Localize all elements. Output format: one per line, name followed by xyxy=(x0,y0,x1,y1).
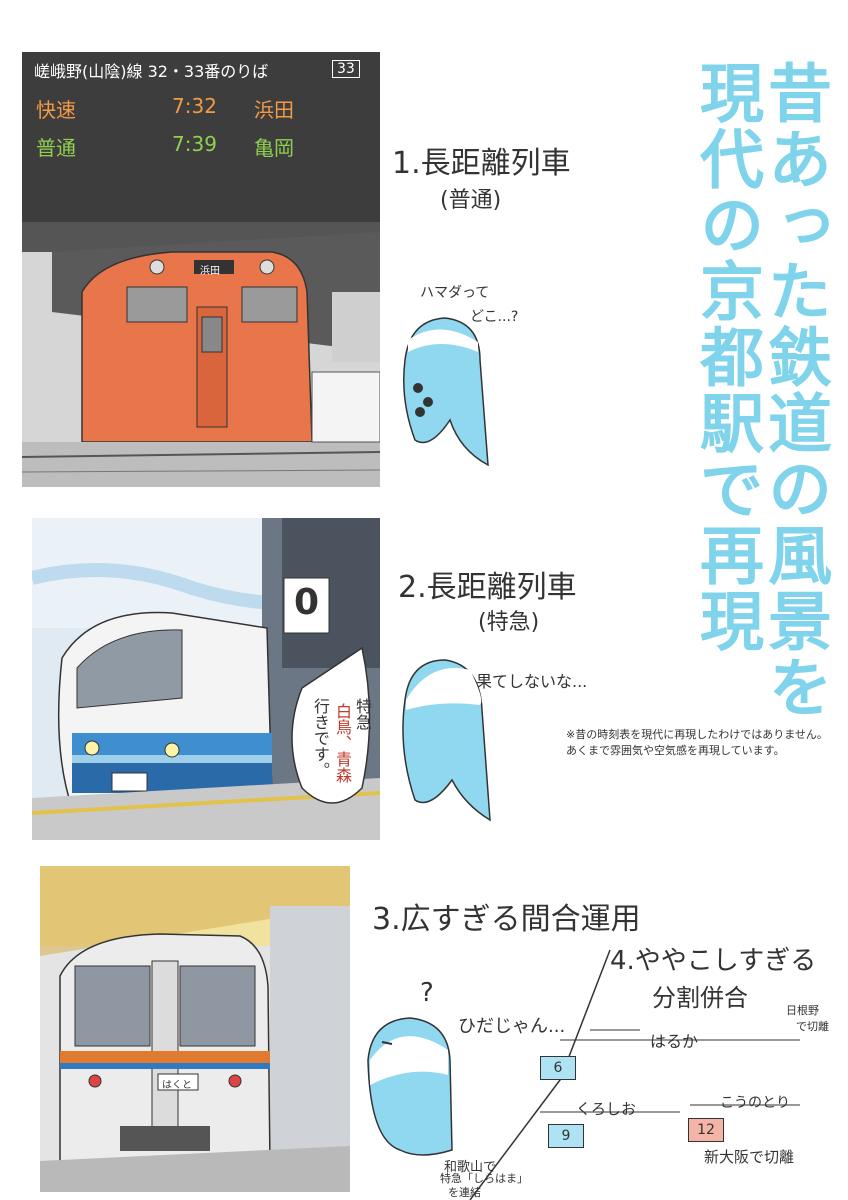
note-wakayama-line2: 特急「しらはま」 xyxy=(440,1172,528,1185)
bird-3-question: ? xyxy=(420,978,434,1008)
group-label-kuroshio: くろしお xyxy=(576,1100,637,1118)
panel-2-heading: 2.長距離列車 xyxy=(398,570,577,605)
bird-1-speech-line1: ハマダって xyxy=(420,285,490,301)
note-wakayama-line1: 和歌山で xyxy=(444,1160,497,1175)
bubble-text-col2: 白鳥、青森 xyxy=(333,703,352,783)
panel-1-subheading: (普通) xyxy=(440,188,502,213)
bird-3-speech: ひだじゃん... xyxy=(458,1016,566,1037)
platform-number-sign: 0 xyxy=(294,582,320,623)
disclaimer-line2: あくまで雰囲気や空気感を再現しています。 xyxy=(566,744,785,757)
title-right-column: 昔あった鉄道の風景を xyxy=(757,60,831,720)
board-row2-type: 普通 xyxy=(36,136,76,160)
disclaimer-line1: ※昔の時刻表を現代に再現したわけではありません。 xyxy=(566,728,828,741)
panel-2-subheading: (特急) xyxy=(478,610,540,635)
bubble-text-col1: 特急 xyxy=(353,698,372,730)
note-hineno-line1: 日根野 xyxy=(786,1004,819,1017)
bird-1-speech-line2: どこ...? xyxy=(470,309,519,325)
title-left-column: 現代の京都駅で再現 xyxy=(689,60,763,654)
board-row2-time: 7:39 xyxy=(172,132,217,156)
panel-3-heading: 3.広すぎる間合運用 xyxy=(372,902,641,937)
board-row1-dest: 浜田 xyxy=(254,98,294,122)
panel-2-illustration: 0 特急 白鳥、青森 行きです。 xyxy=(32,518,380,840)
panel-1-drawing xyxy=(22,52,380,487)
car-9: 9 xyxy=(548,1124,584,1148)
panel-3-headsign: はくと xyxy=(162,1080,192,1091)
panel-1-heading: 1.長距離列車 xyxy=(392,146,571,181)
panel-4-heading-line2: 分割併合 xyxy=(652,984,748,1012)
note-hineno-line2: で切離 xyxy=(796,1020,829,1033)
panel-3-illustration: はくと xyxy=(40,866,350,1192)
group-label-kounotori: こうのとり xyxy=(720,1095,790,1111)
group-label-haruka: はるか xyxy=(650,1032,699,1051)
board-row2-dest: 亀岡 xyxy=(254,136,294,160)
note-shinosaka: 新大阪で切離 xyxy=(704,1148,795,1166)
panel-2-drawing xyxy=(32,518,380,840)
board-platform-number: 33 xyxy=(332,60,360,78)
panel-3-drawing xyxy=(40,866,350,1192)
bird-2-speech: 果てしないな... xyxy=(476,672,588,691)
board-header: 嵯峨野(山陰)線 32・33番のりば xyxy=(34,62,269,81)
car-6: 6 xyxy=(540,1056,576,1080)
panel-1-illustration: 嵯峨野(山陰)線 32・33番のりば 33 快速 7:32 浜田 普通 7:39… xyxy=(22,52,380,487)
car-12: 12 xyxy=(688,1118,724,1142)
bubble-text-col3: 行きです。 xyxy=(311,698,330,778)
board-row1-time: 7:32 xyxy=(172,94,217,118)
board-row1-type: 快速 xyxy=(36,98,76,122)
note-wakayama-line3: を連結 xyxy=(448,1186,481,1199)
panel-4-heading-line1: 4.ややこしすぎる xyxy=(610,946,817,976)
train-headsign: 浜田 xyxy=(200,266,220,277)
